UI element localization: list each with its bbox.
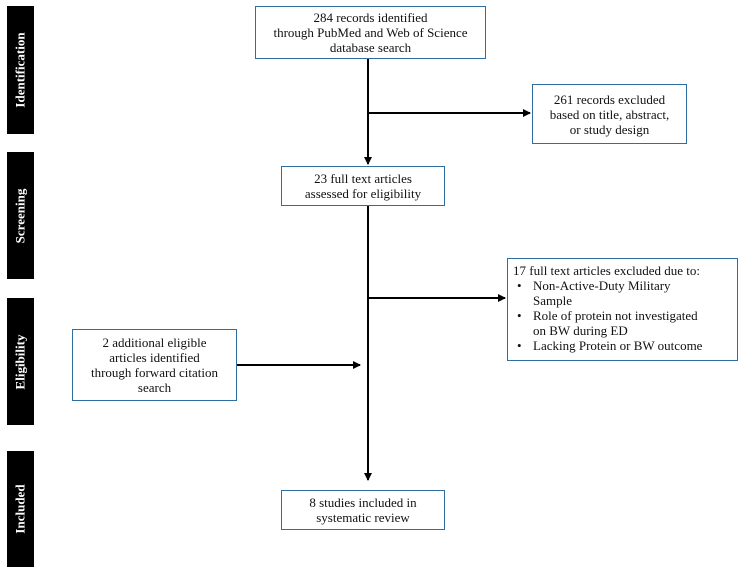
exclusion-reason: Lacking Protein or BW outcome xyxy=(513,338,732,353)
exclusion-reason: Role of protein not investigated on BW d… xyxy=(513,308,732,338)
phase-identification: Identification xyxy=(7,6,34,134)
phase-included: Included xyxy=(7,451,34,567)
box-additional-articles: 2 additional eligible articles identifie… xyxy=(72,329,237,401)
box-records-identified: 284 records identified through PubMed an… xyxy=(255,6,486,59)
box-studies-included: 8 studies included in systematic review xyxy=(281,490,445,530)
box-full-text-excluded: 17 full text articles excluded due to: N… xyxy=(507,258,738,361)
exclusion-reasons: Non-Active-Duty Military Sample Role of … xyxy=(513,278,732,353)
box-records-excluded: 261 records excluded based on title, abs… xyxy=(532,84,687,144)
phase-eligibility: Eligibility xyxy=(7,298,34,425)
phase-screening: Screening xyxy=(7,152,34,279)
excluded-header: 17 full text articles excluded due to: xyxy=(513,263,700,278)
box-full-text-assessed: 23 full text articles assessed for eligi… xyxy=(281,166,445,206)
exclusion-reason: Non-Active-Duty Military Sample xyxy=(513,278,732,308)
